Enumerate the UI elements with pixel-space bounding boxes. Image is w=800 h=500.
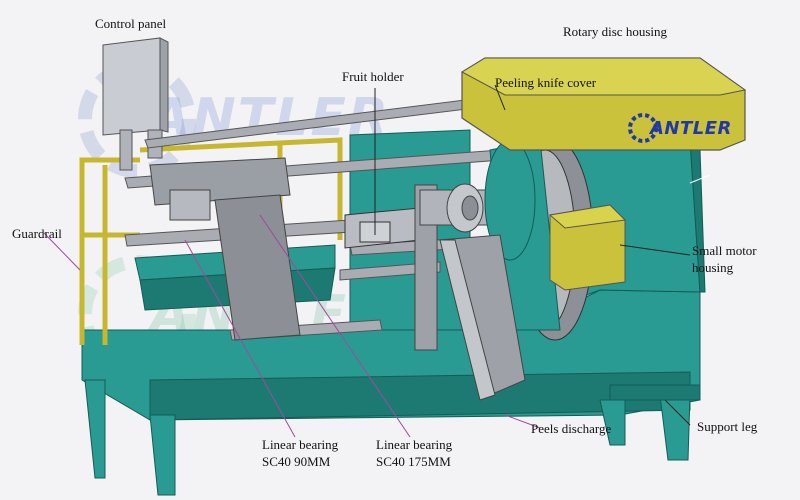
label-control-panel: Control panel xyxy=(95,16,167,31)
logo-text: ANTLER xyxy=(650,118,732,139)
control-panel-box xyxy=(102,37,169,171)
label-linear-bearing-175-line1: Linear bearing xyxy=(376,437,453,452)
label-peeling-knife-cover: Peeling knife cover xyxy=(495,75,597,90)
small-motor-housing xyxy=(548,204,627,291)
peeling-knife-cover xyxy=(460,57,747,151)
label-fruit-holder: Fruit holder xyxy=(342,69,404,84)
label-linear-bearing-175-line2: SC40 175MM xyxy=(376,454,451,469)
label-guardrail: Guardrail xyxy=(12,226,62,241)
label-peels-discharge: Peels discharge xyxy=(531,421,612,436)
label-small-motor-housing-line2: housing xyxy=(692,260,734,275)
peels-discharge-chute xyxy=(439,234,526,401)
slider xyxy=(149,157,301,341)
vertical-post xyxy=(414,184,438,351)
label-linear-bearing-90-line1: Linear bearing xyxy=(262,437,339,452)
label-rotary-disc-housing: Rotary disc housing xyxy=(563,24,667,39)
label-support-leg: Support leg xyxy=(697,419,758,434)
label-linear-bearing-90-line2: SC40 90MM xyxy=(262,454,331,469)
label-small-motor-housing-line1: Small motor xyxy=(692,243,757,258)
leader-lines xyxy=(43,84,711,438)
logo-gear-icon xyxy=(628,113,658,143)
